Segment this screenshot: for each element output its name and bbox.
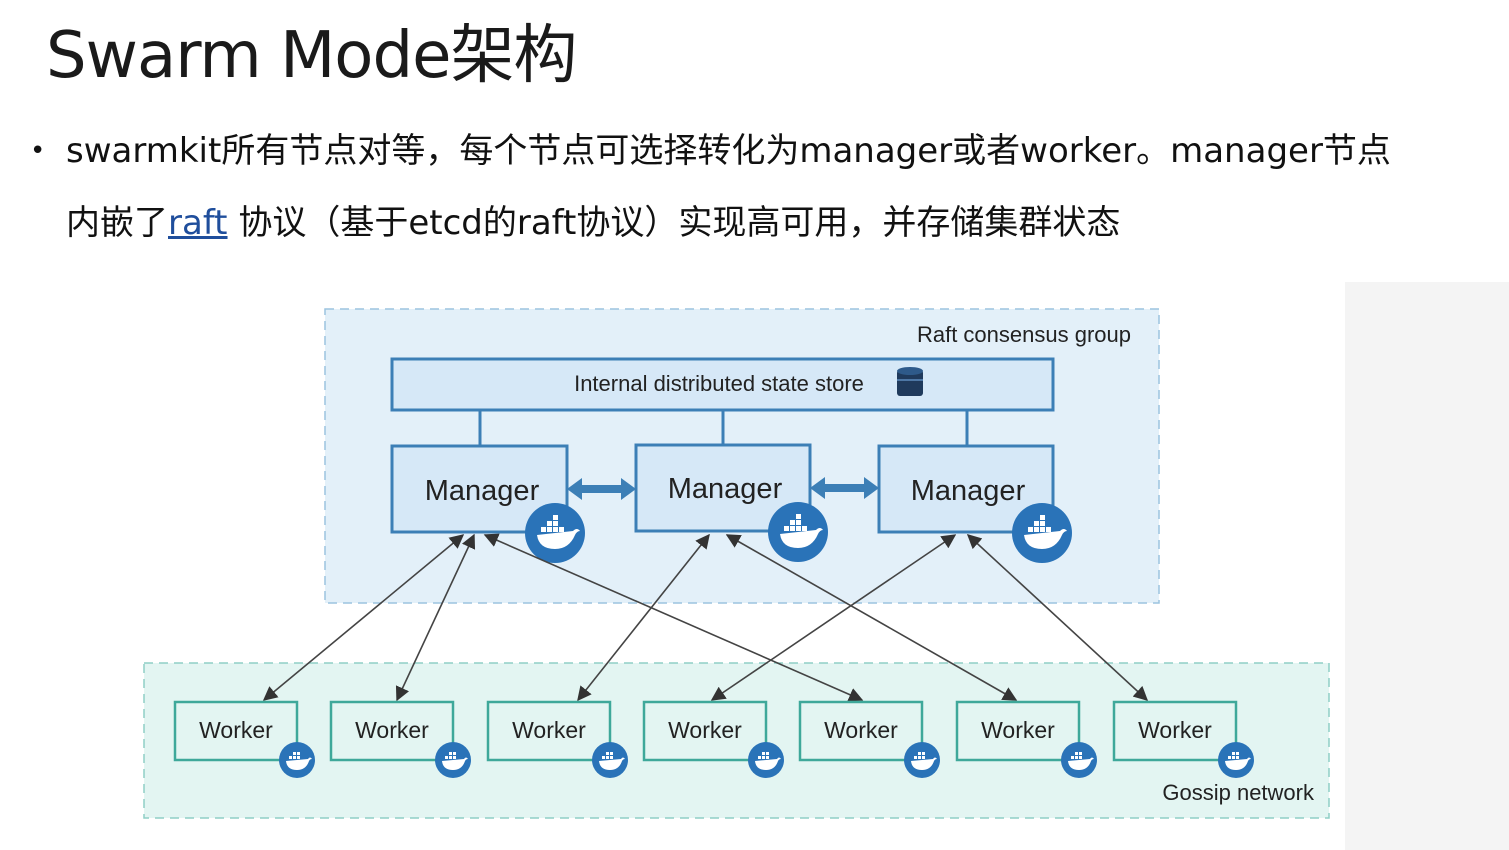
docker-whale-icon xyxy=(525,503,585,563)
worker-box xyxy=(642,700,768,762)
manager-link-1-2 xyxy=(567,478,636,500)
gossip-network-label: Gossip network xyxy=(1162,780,1315,805)
manager-label-1: Manager xyxy=(425,475,540,507)
docker-whale-icon xyxy=(1012,503,1072,563)
worker-label: Worker xyxy=(1138,717,1212,743)
slide-title: Swarm Mode架构 xyxy=(46,19,577,93)
database-icon xyxy=(897,367,923,396)
manager-label-3: Manager xyxy=(911,475,1026,507)
worker-manager-link xyxy=(966,534,1149,701)
worker-manager-link xyxy=(395,533,476,702)
worker-label: Worker xyxy=(355,717,429,743)
docker-whale-icon xyxy=(1218,742,1254,778)
worker-box xyxy=(173,700,299,762)
docker-whale-icon xyxy=(279,742,315,778)
docker-whale-icon xyxy=(768,502,828,562)
worker-manager-link xyxy=(710,534,957,701)
docker-whale-icon xyxy=(435,742,471,778)
worker-manager-link xyxy=(577,533,710,702)
worker-label: Worker xyxy=(512,717,586,743)
bullet-paragraph: • swarmkit所有节点对等，每个节点可选择转化为manager或者work… xyxy=(30,115,1500,259)
bullet-line-2: 内嵌了raft 协议（基于etcd的raft协议）实现高可用，并存储集群状态 xyxy=(66,187,1500,259)
manager-label-2: Manager xyxy=(668,473,783,505)
raft-group-label: Raft consensus group xyxy=(917,322,1131,347)
worker-row: Worker Worker Worker Worker Worker Worker Work… xyxy=(173,700,1254,778)
worker-box xyxy=(329,700,455,762)
manager-box-1 xyxy=(390,444,569,534)
background-shade xyxy=(1345,282,1509,850)
docker-whale-icon xyxy=(592,742,628,778)
worker-label: Worker xyxy=(199,717,273,743)
worker-box xyxy=(486,700,612,762)
bullet-line-1: swarmkit所有节点对等，每个节点可选择转化为manager或者worker… xyxy=(66,131,1391,171)
worker-box xyxy=(955,700,1081,762)
worker-label: Worker xyxy=(668,717,742,743)
bullet-dot: • xyxy=(30,136,46,166)
worker-label: Worker xyxy=(981,717,1055,743)
manager-link-2-3 xyxy=(810,477,879,499)
docker-whale-icon xyxy=(748,742,784,778)
docker-whale-icon xyxy=(1061,742,1097,778)
docker-whale-icon xyxy=(904,742,940,778)
worker-box xyxy=(798,700,924,762)
state-store-box xyxy=(390,357,1055,412)
bullet-line-2-suffix: 协议（基于etcd的raft协议）实现高可用，并存储集群状态 xyxy=(227,203,1121,243)
raft-link[interactable]: raft xyxy=(168,203,228,243)
bullet-line-2-prefix: 内嵌了 xyxy=(66,203,168,243)
worker-box xyxy=(1112,700,1238,762)
worker-label: Worker xyxy=(824,717,898,743)
state-store-label: Internal distributed state store xyxy=(574,371,864,396)
